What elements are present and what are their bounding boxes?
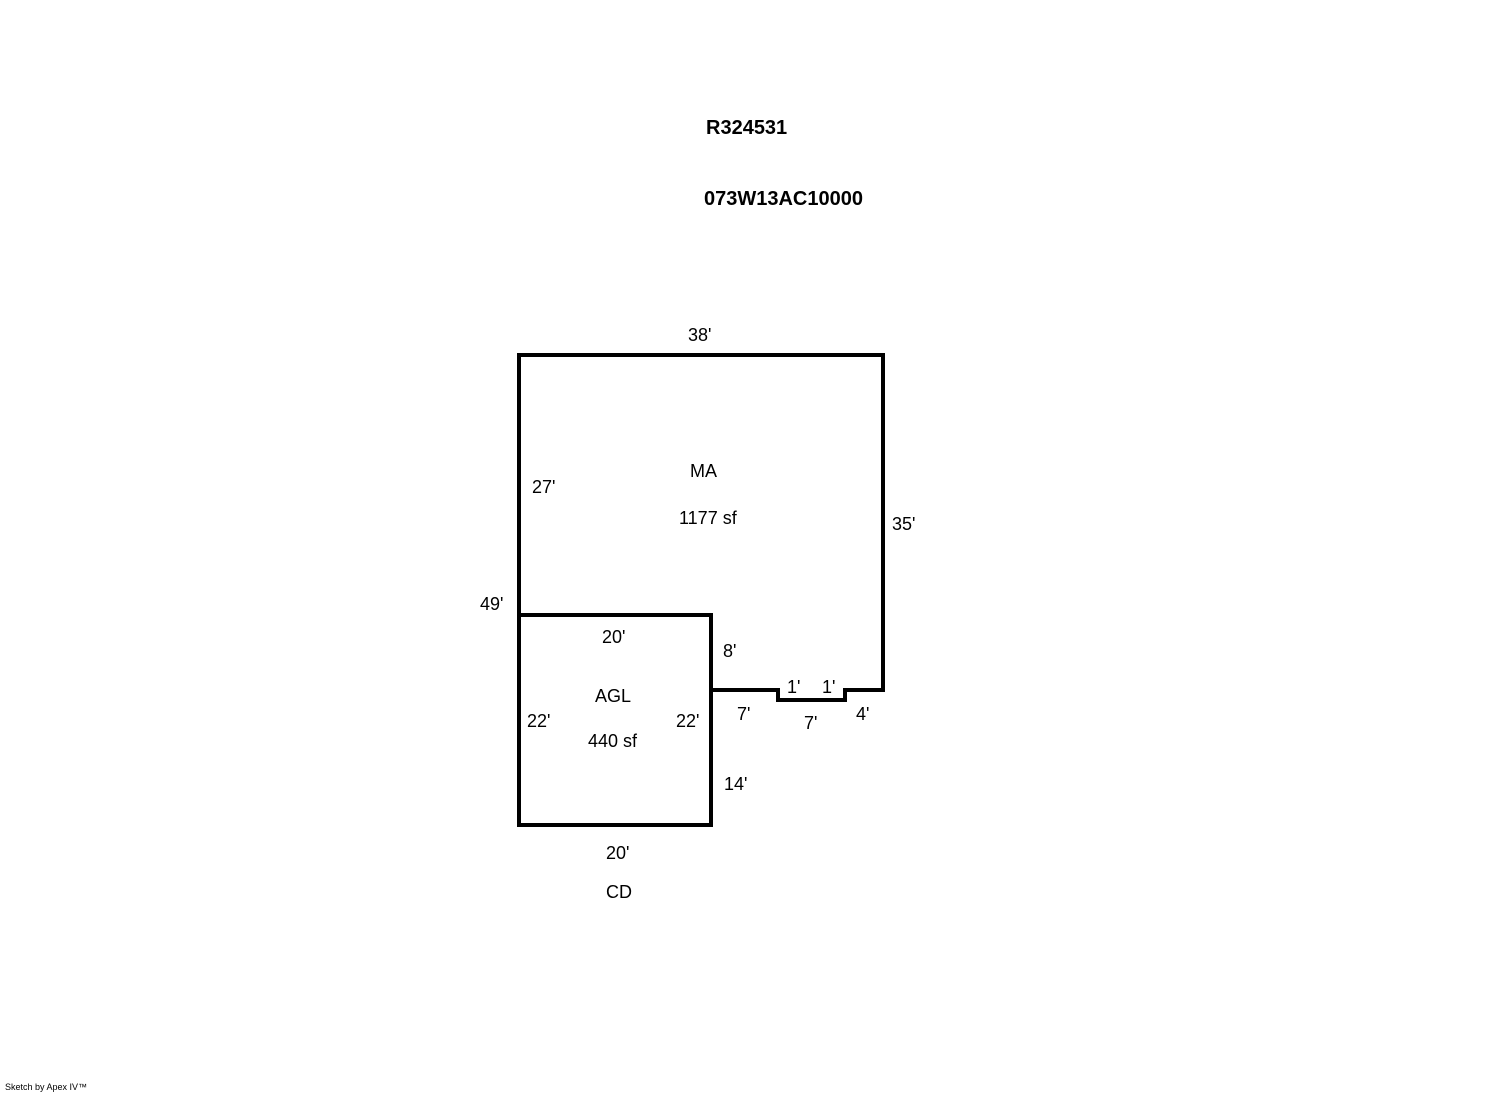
footer-credit: Sketch by Apex IV™ (5, 1082, 88, 1092)
dim-ma-left-upper: 27' (532, 477, 556, 497)
dim-agl-top: 20' (602, 627, 626, 647)
dim-notch-drop-right: 1' (822, 677, 836, 697)
dim-ma-top: 38' (688, 325, 712, 345)
dim-ma-right: 35' (892, 514, 916, 534)
account-id: R324531 (706, 117, 788, 139)
dim-agl-bottom: 20' (606, 843, 630, 863)
ma-outline (517, 353, 885, 702)
dim-ma-left-total: 49' (480, 594, 504, 614)
cd-label: CD (606, 882, 632, 902)
agl-label: AGL (595, 686, 632, 706)
agl-outline (517, 613, 713, 827)
parcel-id: 073W13AC10000 (704, 188, 863, 210)
dim-notch-bottom: 7' (804, 713, 818, 733)
dim-agl-left: 22' (527, 711, 551, 731)
dim-agl-right: 22' (676, 711, 700, 731)
dim-notch-bottom-right: 4' (856, 704, 870, 724)
ma-label: MA (690, 461, 717, 481)
agl-area: 440 sf (588, 731, 638, 751)
dim-agl-right-lower: 14' (724, 774, 748, 794)
dim-notch-bottom-left: 7' (737, 704, 751, 724)
ma-area: 1177 sf (679, 508, 737, 528)
dim-notch-drop-left: 1' (787, 677, 801, 697)
dim-notch-left-rise: 8' (723, 641, 737, 661)
